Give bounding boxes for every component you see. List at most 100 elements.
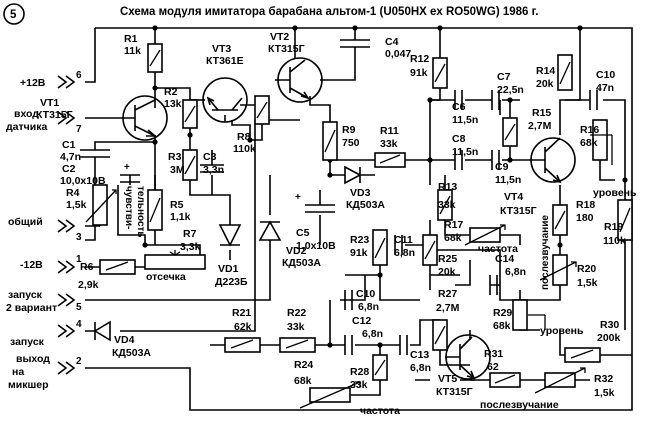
label-r3-ref: R3 [168, 151, 182, 163]
label-r1-value: 11k [124, 45, 141, 57]
label-r4-value: 1,5k [66, 199, 87, 211]
resistor-r17 [464, 224, 506, 246]
label-r16-value: 68k [580, 137, 598, 149]
label-r2-value: 13k [164, 98, 182, 110]
connector-label-start: запуск [10, 336, 45, 348]
label-r17-ref: R17 [444, 219, 463, 231]
capacitor-c10-bottom [344, 290, 353, 310]
label-r11-ref: R11 [380, 125, 399, 137]
capacitor-c13 [399, 335, 408, 355]
label-c4-ref: C4 [385, 36, 399, 48]
capacitor-c9 [491, 150, 500, 170]
resistor-r6 [99, 259, 136, 275]
resistor-r30 [564, 347, 601, 363]
label-r14-ref: R14 [536, 65, 555, 77]
diode-vd1 [218, 224, 242, 247]
resistor-r12 [432, 57, 448, 89]
resistor-r14 [557, 54, 573, 91]
label-r31-value: 62 [487, 361, 499, 373]
capacitor-c5: + [295, 192, 335, 213]
label-c1-ref: C1 [62, 139, 76, 151]
figure-number: 5 [10, 9, 17, 21]
label-r28-ref: R28 [350, 366, 369, 378]
connector-num-3: 3 [76, 232, 82, 243]
connector-label-sensor-in-2: датчика [6, 121, 47, 133]
connector-num-2: 2 [76, 356, 82, 367]
label-r31-ref: R31 [484, 348, 503, 360]
label-c9-value: 11,5n [495, 174, 521, 186]
label-c3-ref: C3 [203, 151, 217, 163]
label-c10-top-ref: C10 [596, 69, 615, 81]
label-r27-value: 2,7M [436, 302, 460, 314]
label-r21-ref: R21 [232, 307, 251, 319]
label-c10-bottom-value: 6,8n [358, 301, 379, 313]
connector-label-start2-1: запуск [8, 289, 43, 301]
label-c9-ref: C9 [495, 161, 509, 173]
label-c13-value: 6,8n [410, 362, 431, 374]
label-r4-ref: R4 [66, 187, 80, 199]
label-r24-ref: R24 [294, 359, 313, 371]
resistor-r8 [254, 95, 270, 125]
label-vt3-value: КТ361Е [206, 55, 244, 67]
resistor-r9 [322, 121, 338, 161]
control-label-level-1: уровень [593, 187, 637, 199]
control-label-level-2: уровень [540, 325, 584, 337]
label-r20-ref: R20 [577, 263, 596, 275]
label-r9-value: 750 [342, 137, 360, 149]
label-c3-value: 3,3n [203, 164, 224, 176]
resistor-r27 [432, 319, 448, 351]
resistor-r1 [147, 43, 163, 73]
transistor-vt4 [530, 137, 576, 184]
label-r22-value: 33k [287, 321, 305, 333]
label-c8-ref: C8 [452, 133, 466, 145]
label-c14-value: 6,8n [505, 266, 526, 278]
resistor-r31 [489, 372, 521, 388]
label-c12-ref: C12 [352, 315, 371, 327]
label-c2-value: 10,0x10В [60, 175, 106, 187]
label-r9-ref: R9 [342, 124, 356, 136]
capacitor-c3 [200, 164, 224, 173]
label-vt5-value: КТ315Г [436, 386, 473, 398]
label-r20-value: 1,5k [577, 277, 598, 289]
label-vd1-value: Д223Б [215, 276, 248, 288]
resistor-r3 [182, 149, 198, 181]
label-r3-value: 3M [170, 164, 185, 176]
resistor-r16 [590, 119, 613, 165]
resistor-r32 [534, 367, 586, 394]
label-vt2-value: КТ315Г [268, 43, 305, 55]
label-c11-value: 6,8n [394, 247, 415, 259]
capacitor-c10-top [589, 90, 598, 110]
label-c7-ref: C7 [497, 71, 511, 83]
label-c10-top-value: 47n [596, 82, 614, 94]
label-r23-value: 91k [350, 247, 368, 259]
label-r21-value: 62k [234, 321, 252, 333]
label-r32-ref: R32 [594, 373, 613, 385]
label-r18-ref: R18 [576, 199, 595, 211]
resistor-r18 [552, 204, 568, 236]
resistor-r28 [372, 354, 388, 381]
label-r6-ref: R6 [80, 261, 94, 273]
label-r17-value: 68k [444, 232, 462, 244]
label-r25-value: 20k [438, 266, 456, 278]
label-r15-ref: R15 [532, 107, 551, 119]
label-r30-value: 200k [597, 332, 621, 344]
label-r28-value: 33k [350, 379, 368, 391]
label-vt1-ref: VT1 [40, 97, 59, 109]
label-r12-ref: R12 [410, 53, 429, 65]
resistor-r11 [374, 152, 406, 168]
label-r15-value: 2,7M [528, 120, 552, 132]
label-vd2-value: КД503А [282, 257, 321, 269]
label-c5-value: 1,0x10В [296, 240, 336, 252]
capacitor-c4 [340, 39, 370, 54]
resistor-r23 [372, 229, 388, 266]
capacitor-c8 [454, 150, 463, 170]
resistor-r2 [182, 99, 198, 129]
label-r11-value: 33k [380, 138, 398, 150]
control-label-decay-1: послезвучание [540, 215, 551, 290]
capacitor-c2: + [120, 162, 140, 183]
label-r19-value: 110k [603, 235, 626, 247]
control-label-sensitivity-2: тельность [135, 186, 146, 238]
resistor-r13 [437, 189, 453, 221]
